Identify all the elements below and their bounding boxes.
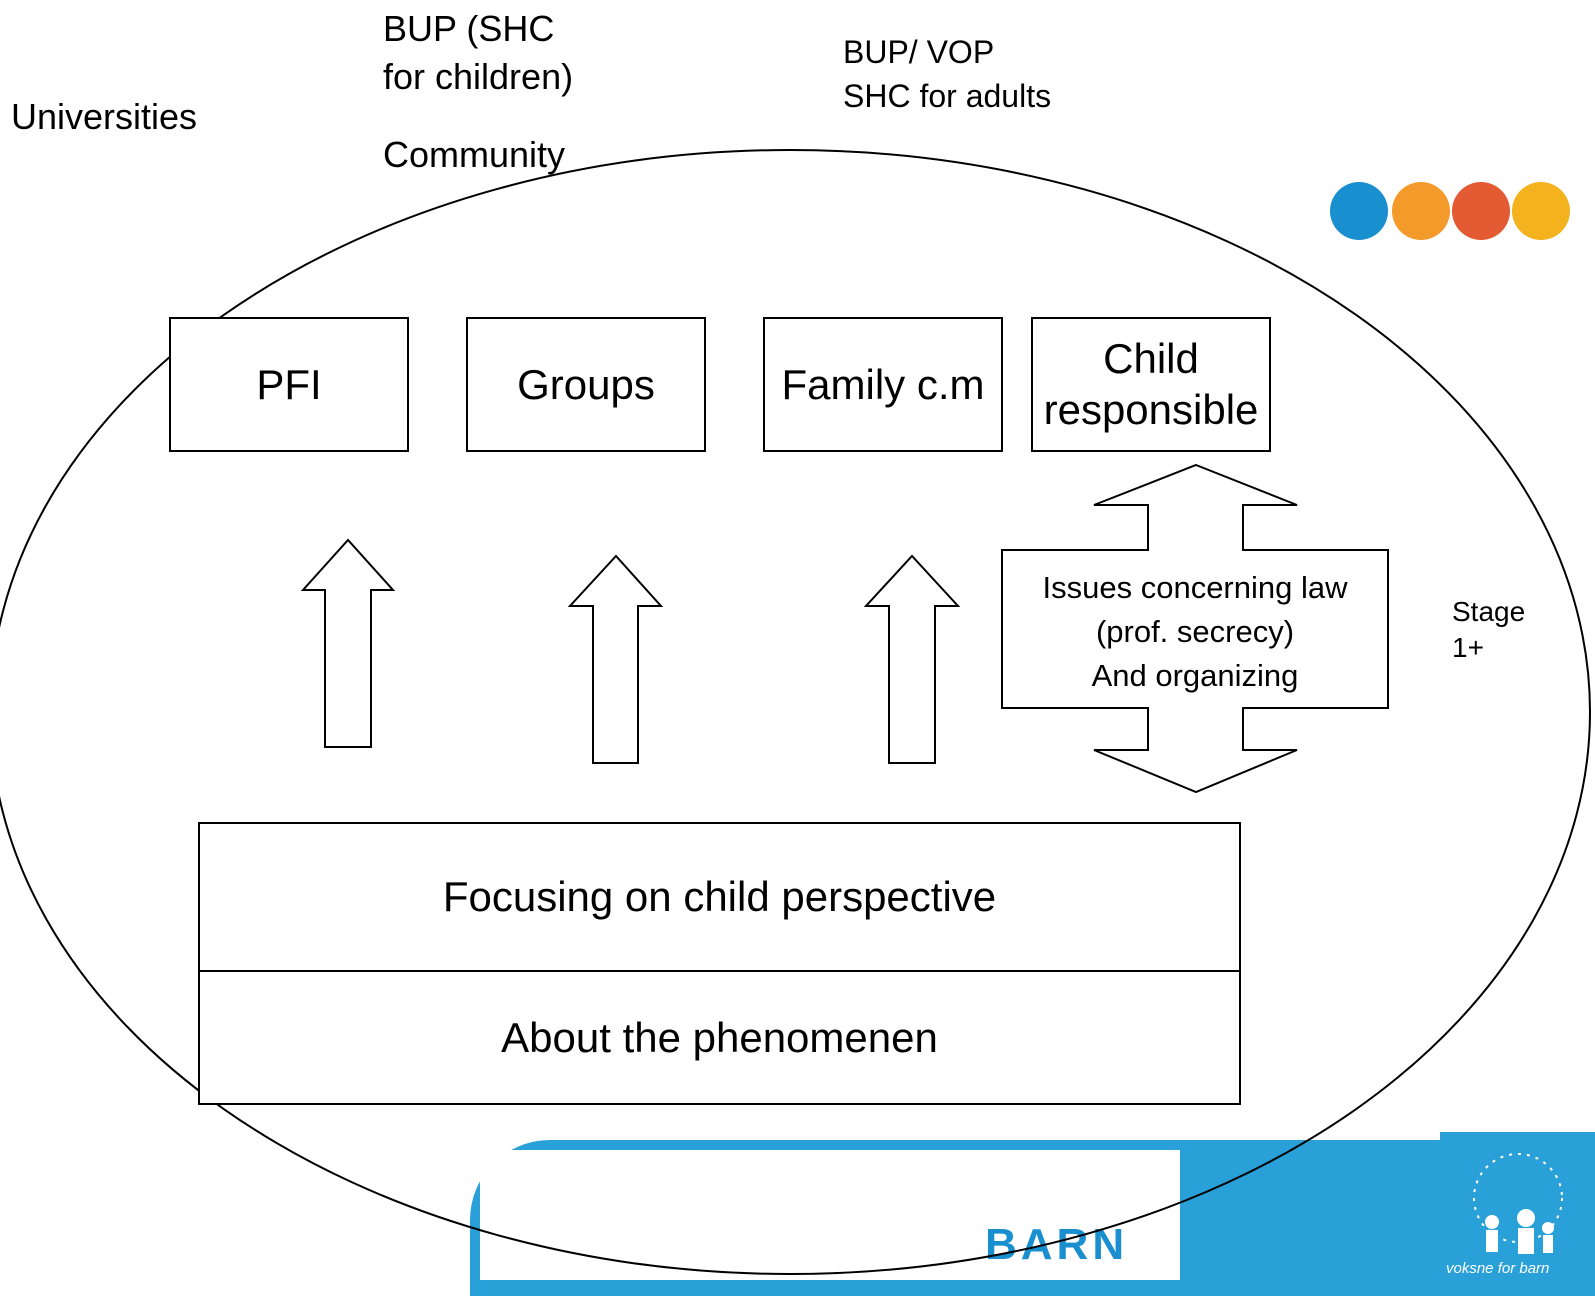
arrow-up-pfi (300, 538, 396, 748)
box-family-label: Family c.m (781, 360, 985, 408)
box-child-label-line1: Child (1103, 335, 1199, 383)
label-bup-children-line1: BUP (SHC (383, 8, 555, 49)
brand-dot-blue (1330, 182, 1388, 240)
arrow-up-groups (567, 554, 664, 764)
label-bup-vop-line2: SHC for adults (843, 78, 1052, 114)
arrow-up-family (863, 554, 961, 764)
issues-text: Issues concerning law (prof. secrecy) An… (1004, 566, 1386, 698)
box-child-label-line2: responsible (1043, 385, 1259, 433)
issues-line3: And organizing (1091, 658, 1299, 693)
box-child-responsible: Child responsible (1031, 317, 1271, 452)
brand-dot-orange (1392, 182, 1450, 240)
issues-line2: (prof. secrecy) (1095, 614, 1295, 649)
label-stage-line2: 1+ (1452, 632, 1484, 663)
stage-ellipse (0, 149, 1591, 1275)
label-universities: Universities (11, 96, 198, 137)
box-groups-label: Groups (517, 360, 655, 408)
family-logo-icon (1473, 1153, 1563, 1254)
label-bup-vop-line1: BUP/ VOP (843, 34, 995, 70)
box-focusing-label: Focusing on child perspective (442, 873, 997, 920)
label-community: Community (383, 134, 566, 175)
box-about: About the phenomenen (198, 970, 1241, 1105)
box-pfi-label: PFI (256, 360, 322, 408)
logo-tile: voksne for barn (1440, 1132, 1595, 1296)
label-bup-children-line2: for children) (383, 56, 574, 97)
box-focusing: Focusing on child perspective (198, 822, 1241, 972)
box-about-label: About the phenomenen (501, 1013, 938, 1061)
label-stage-line1: Stage (1452, 596, 1526, 627)
double-arrow-issues (1001, 463, 1389, 794)
box-family: Family c.m (763, 317, 1003, 452)
footer-banner-text: BARN (985, 1220, 1129, 1269)
issues-line1: Issues concerning law (1042, 570, 1348, 605)
brand-dot-red (1452, 182, 1510, 240)
logo-caption: voksne for barn (1446, 1260, 1550, 1277)
box-groups: Groups (466, 317, 706, 452)
brand-dot-yellow (1512, 182, 1570, 240)
box-pfi: PFI (169, 317, 409, 452)
